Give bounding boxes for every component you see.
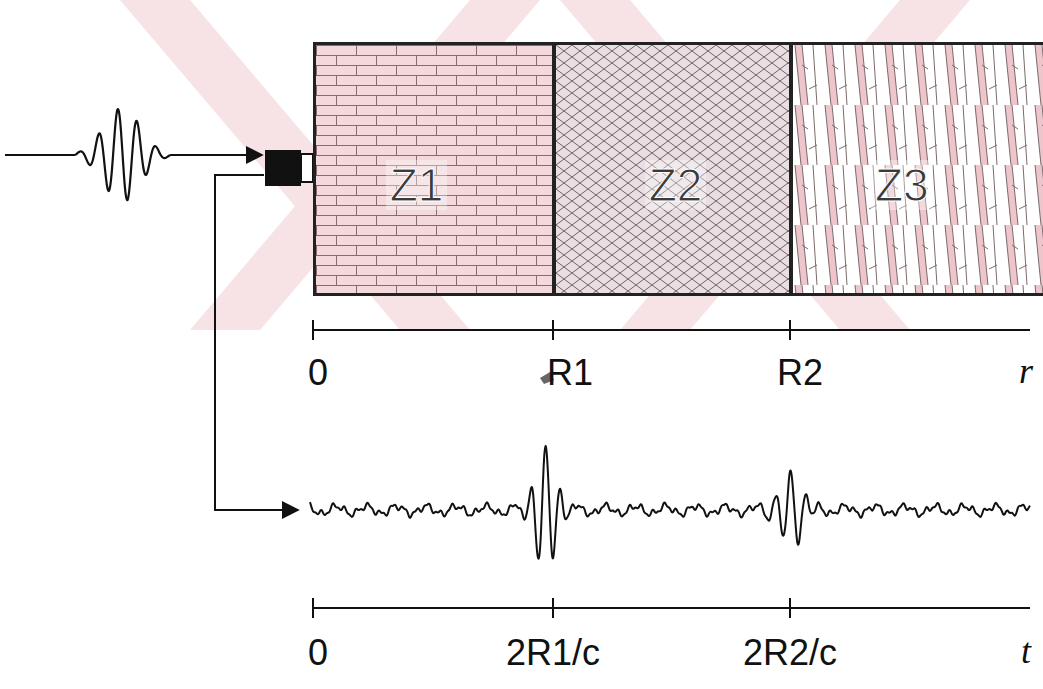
transducer-face xyxy=(301,154,313,182)
medium-zone: Z3 xyxy=(790,42,1043,296)
input-line xyxy=(5,154,75,156)
time-tick-label: 0 xyxy=(308,635,328,671)
distance-tick-label: R2 xyxy=(777,355,823,391)
zone-label: Z3 xyxy=(871,160,933,210)
distance-tick-label: R1 xyxy=(547,355,593,391)
distance-tick-label: r xyxy=(1019,353,1033,389)
medium-zone: Z1 xyxy=(313,42,555,296)
zone-label: Z1 xyxy=(386,160,448,210)
zone-label: Z2 xyxy=(645,160,707,210)
input-pulse xyxy=(75,109,170,200)
time-axis xyxy=(313,598,1030,618)
distance-tick-label: 0 xyxy=(308,355,328,391)
input-arrow xyxy=(170,154,262,156)
medium-zone: Z2 xyxy=(553,42,792,296)
time-tick-label: 2R1/c xyxy=(506,635,600,671)
time-tick-label: 2R2/c xyxy=(743,635,837,671)
distance-axis xyxy=(313,320,1030,340)
transducer xyxy=(265,150,301,186)
receive-arrow xyxy=(215,175,298,510)
time-tick-label: t xyxy=(1021,633,1031,669)
echo-signal xyxy=(310,446,1030,559)
